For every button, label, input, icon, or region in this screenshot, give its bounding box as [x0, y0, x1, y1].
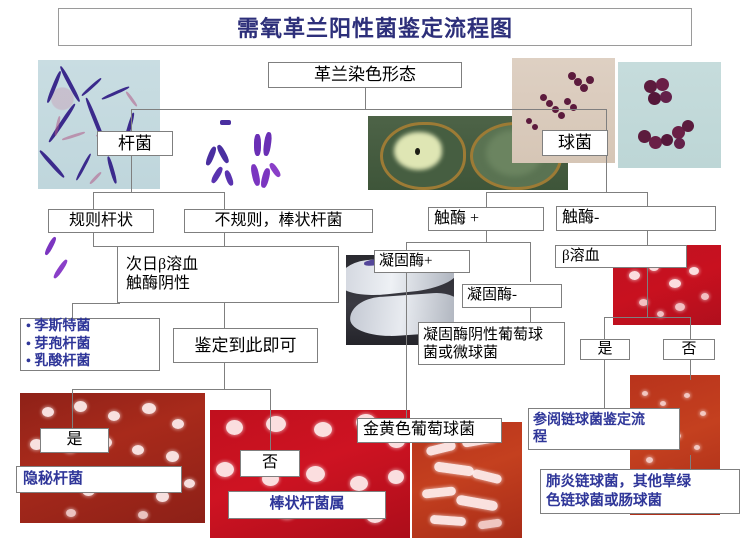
connector-regular-rod-to-hemolysis	[93, 246, 117, 247]
connector-to-regular-rod	[93, 192, 94, 209]
photo-coryneform-rods	[192, 118, 297, 198]
node-irregular-coryneform[interactable]: 不规则，棒状杆菌	[184, 209, 373, 233]
photo-blood-agar-arcanobacterium	[20, 393, 205, 523]
node-regular-rod[interactable]: 规则杆状	[48, 209, 154, 233]
node-yes-right[interactable]: 是	[580, 339, 630, 360]
connector-to-catalase-neg	[647, 192, 648, 209]
node-coagulase-positive[interactable]: 凝固酶+	[374, 250, 470, 273]
connector-to-bacilli	[131, 109, 132, 131]
photo-regular-rods	[40, 232, 86, 284]
connector-strep-plate-down	[690, 455, 691, 469]
node-corynebacterium-genus[interactable]: 棒状杆菌属	[228, 491, 386, 519]
connector-cocci-split	[486, 192, 647, 193]
connector-catalase-neg-down	[647, 228, 648, 245]
connector-identify-split	[72, 389, 270, 390]
node-identification-sufficient[interactable]: 鉴定到此即可	[173, 328, 318, 363]
node-next-day-beta-hemolysis-catalase-negative[interactable]: 次日β溶血 触酶阴性	[117, 246, 339, 303]
connector-to-no-right	[690, 317, 691, 339]
connector-to-coagulase-pos	[406, 242, 407, 250]
node-bacilli[interactable]: 杆菌	[97, 131, 173, 156]
node-arcanobacterium[interactable]: 隐秘杆菌	[16, 466, 182, 493]
connector-coagulase-neg-down	[530, 306, 531, 322]
connector-hemolysis-mid	[224, 303, 225, 328]
node-cocci[interactable]: 球菌	[542, 130, 608, 156]
connector-beta-down	[647, 267, 648, 317]
node-pneumococcus-viridans-enterococcus[interactable]: 肺炎链球菌，其他草绿 色链球菌或肠球菌	[540, 469, 740, 514]
connector-to-catalase-pos	[486, 192, 487, 209]
node-coagulase-negative-staph-or-micrococcus[interactable]: 凝固酶阴性葡萄球 菌或微球菌	[418, 322, 565, 365]
connector-bacilli-split	[93, 192, 224, 193]
photo-gram-stain-bacilli	[38, 60, 160, 189]
connector-catalase-pos-split	[406, 242, 530, 243]
connector-coagulase-pos-down	[406, 268, 407, 422]
connector-identify-down	[224, 363, 225, 389]
connector-regular-rod-down	[93, 228, 94, 246]
node-yes-left[interactable]: 是	[40, 428, 109, 453]
connector-cocci-down	[606, 148, 607, 192]
connector-hemolysis-down	[72, 303, 73, 318]
photo-staphylococci-clusters	[618, 62, 721, 168]
connector-to-irregular-rod	[224, 192, 225, 209]
node-staphylococcus-aureus[interactable]: 金黄色葡萄球菌	[357, 418, 502, 443]
connector-yes-right-down	[604, 358, 605, 408]
connector-hemolysis-left	[72, 303, 120, 304]
connector-irregular-rod-down	[224, 228, 225, 246]
node-no-left[interactable]: 否	[240, 450, 300, 477]
connector-catalase-pos-down	[486, 228, 487, 242]
connector-to-cocci	[606, 109, 607, 131]
node-see-streptococcus-flow[interactable]: 参阅链球菌鉴定流 程	[528, 408, 680, 450]
connector-bacilli-down	[131, 148, 132, 192]
node-catalase-negative[interactable]: 触酶-	[556, 206, 716, 231]
page-title: 需氧革兰阳性菌鉴定流程图	[58, 8, 692, 46]
connector-root-split	[131, 109, 606, 110]
node-coagulase-negative[interactable]: 凝固酶-	[462, 284, 562, 308]
connector-beta-split	[604, 317, 690, 318]
connector-to-no-left	[270, 389, 271, 450]
connector-no-right-down	[690, 358, 691, 380]
node-gram-stain-morphology[interactable]: 革兰染色形态	[268, 62, 462, 88]
connector-to-yes-right	[604, 317, 605, 339]
node-listeria-bacillus-lactobacillus-list[interactable]: • 李斯特菌 • 芽孢杆菌 • 乳酸杆菌	[20, 318, 160, 371]
connector-root-down	[365, 88, 366, 109]
node-beta-hemolysis[interactable]: β溶血	[555, 245, 687, 268]
node-catalase-positive[interactable]: 触酶 +	[428, 207, 544, 231]
node-no-right[interactable]: 否	[663, 339, 715, 360]
connector-to-yes-left	[72, 389, 73, 428]
connector-to-coagulase-neg	[530, 242, 531, 282]
